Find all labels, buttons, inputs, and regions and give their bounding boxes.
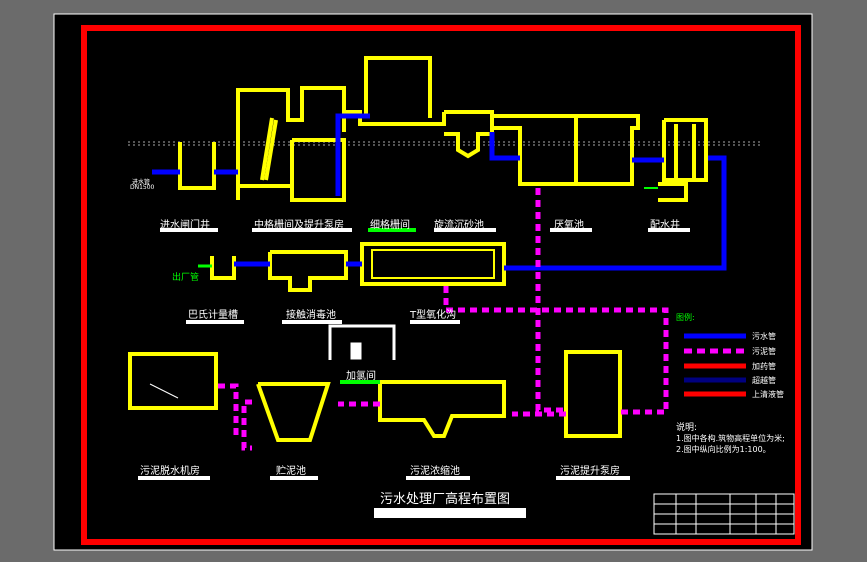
legend-item-3: 超越管 (752, 376, 776, 385)
sludge-anaerobic-down (535, 188, 566, 413)
legend-item-4: 上清液管 (752, 390, 784, 399)
label-distribution: 配水井 (650, 220, 680, 231)
label-dosing: 加氯间 (346, 371, 376, 382)
pipe-dist-down (504, 155, 727, 271)
notes-heading: 说明: (676, 423, 698, 433)
screen-incline (264, 119, 278, 181)
ground-lines (128, 141, 760, 146)
label-fine-screen: 细格栅间 (370, 220, 410, 231)
label-sludge-pump: 污泥提升泵房 (560, 466, 620, 477)
label-dewater: 污泥脱水机房 (140, 466, 200, 477)
label-screen-pump: 中格栅间及提升泵房 (254, 220, 344, 231)
legend-item-1: 污泥管 (752, 347, 776, 356)
legend-item-0: 污水管 (752, 332, 776, 341)
sludge-ox-return (443, 286, 669, 415)
grit-chamber (444, 110, 494, 159)
label-inlet-dn: DN1500 (130, 184, 155, 191)
inlet-gate-well (178, 142, 216, 190)
sewage-pipes (152, 113, 727, 271)
structures-bottom (128, 350, 622, 442)
dist-foot (658, 182, 688, 202)
label-contact: 接触消毒池 (286, 310, 336, 321)
legend-swatches (684, 333, 746, 397)
fine-screen-house (364, 56, 432, 118)
anaerobic-tank (494, 114, 640, 186)
pump-well (290, 138, 346, 202)
label-inlet-pipe: 进水管 (132, 179, 151, 186)
label-anaerobic: 厌氧池 (554, 220, 584, 231)
label-inlet-well: 进水闸门井 (160, 220, 210, 231)
screen-incline-2 (260, 117, 274, 181)
label-thickener: 污泥浓缩池 (410, 466, 460, 477)
label-underlines (138, 228, 690, 518)
drawing-frame (81, 25, 801, 545)
thickener (378, 380, 506, 438)
notes-line-1: 1.图中各构.筑物高程单位为米; (676, 434, 785, 443)
pipe-grit-to-anaerobic (489, 132, 520, 161)
label-oxidation: T型氧化沟 (410, 310, 457, 321)
dewatering-house (128, 352, 218, 410)
drawing-title: 污水处理厂高程布置图 (380, 492, 511, 507)
sludge-pipes (218, 188, 669, 451)
structures-top (178, 56, 708, 202)
sludge-pump-house (564, 350, 622, 438)
label-outlet-pipe: 出厂管 (172, 273, 200, 283)
pipe-pump-to-fine (335, 113, 370, 196)
label-storage: 贮泥池 (276, 466, 306, 477)
contact-tank (268, 250, 348, 292)
label-parshall: 巴氏计量槽 (188, 310, 238, 321)
title-block (653, 493, 795, 535)
oxidation-inner (371, 249, 495, 279)
fine-screen-channel (344, 110, 446, 126)
legend-item-2: 加药管 (752, 362, 776, 371)
label-grit: 旋流沉砂池 (434, 220, 484, 231)
notes-line-2: 2.图中纵向比例为1:100。 (676, 445, 771, 454)
sludge-dewater-link (218, 383, 239, 440)
screen-building (236, 86, 346, 200)
storage-tank (256, 382, 331, 442)
legend-heading: 图例: (676, 313, 695, 322)
sludge-storage-to-dewater (241, 399, 252, 451)
screen-channel (236, 132, 294, 188)
dosing-house (328, 324, 396, 360)
